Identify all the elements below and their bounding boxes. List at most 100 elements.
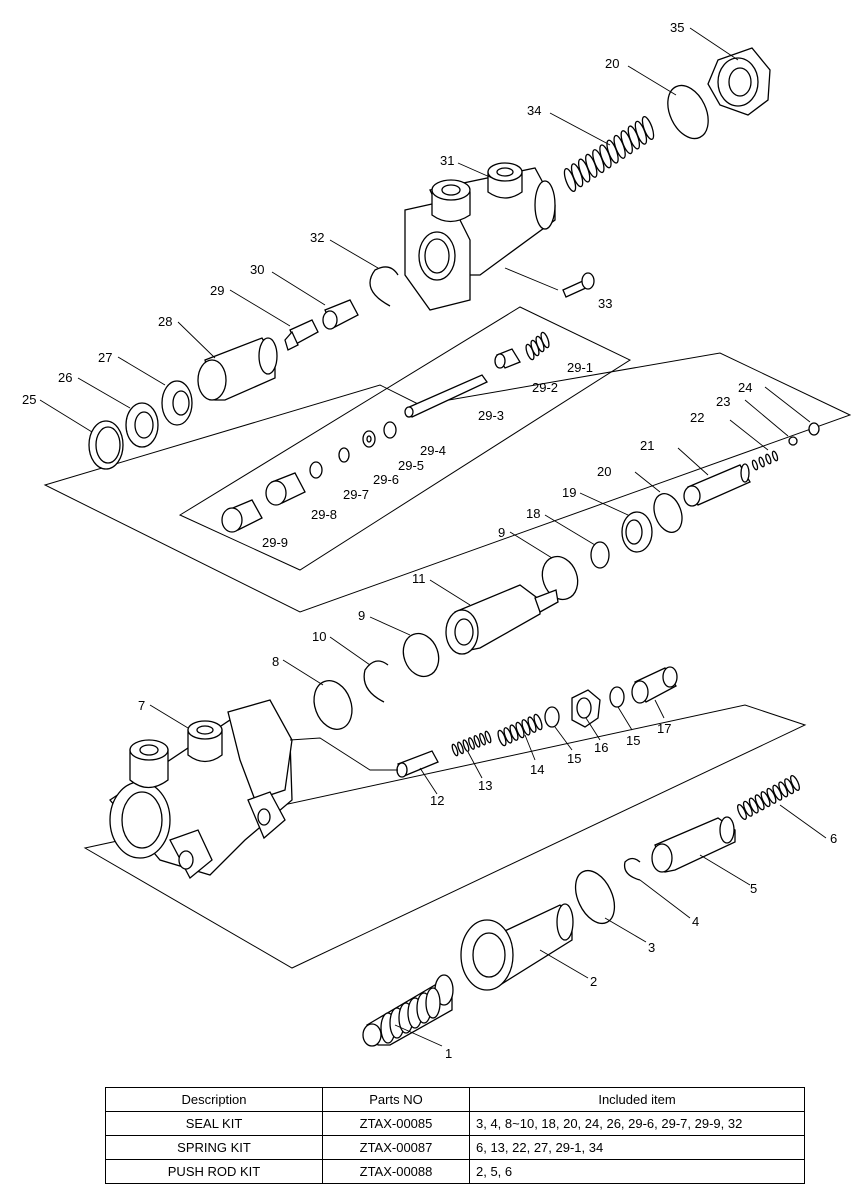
part-29-5 (362, 430, 376, 448)
part-5-rod (651, 816, 736, 873)
label-35: 35 (670, 20, 684, 35)
part-29-4 (383, 421, 397, 439)
part-29-8 (265, 472, 306, 506)
label-34: 34 (527, 103, 541, 118)
part-27-seat (161, 380, 193, 426)
cell-parts-no: ZTAX-00088 (322, 1159, 470, 1184)
part-19 (621, 511, 653, 553)
table-row: PUSH ROD KIT ZTAX-00088 2, 5, 6 (105, 1159, 805, 1184)
part-30-sleeve (322, 299, 359, 330)
part-29-3-pin (404, 374, 488, 418)
part-24 (808, 422, 820, 436)
label-26: 26 (58, 370, 72, 385)
part-21-plunger (683, 463, 751, 507)
label-17: 17 (657, 721, 671, 736)
label-29-3: 29-3 (478, 408, 504, 423)
cell-included-item: 2, 5, 6 (469, 1159, 805, 1184)
part-33-bolt (562, 272, 595, 298)
part-13-spring (451, 730, 492, 757)
label-19: 19 (562, 485, 576, 500)
part-22-spring (751, 450, 779, 471)
label-8: 8 (272, 654, 279, 669)
exploded-parts-diagram: 35 20 34 31 32 33 30 29 28 27 26 25 29-1… (22, 20, 851, 1061)
part-10-snapring (363, 660, 389, 703)
cell-parts-no: ZTAX-00087 (322, 1135, 470, 1160)
label-12: 12 (430, 793, 444, 808)
part-8-oring (313, 680, 353, 730)
part-15-washer-a (544, 706, 560, 728)
part-17-cap (631, 666, 678, 704)
label-23: 23 (716, 394, 730, 409)
part-26-bushing (125, 402, 159, 448)
col-included-item: Included item (469, 1087, 805, 1112)
part-25-ring (88, 420, 124, 470)
part-35-nut (707, 47, 771, 116)
part-1-push-rod (362, 974, 454, 1047)
cell-parts-no: ZTAX-00085 (322, 1111, 470, 1136)
label-29: 29 (210, 283, 224, 298)
label-29-4: 29-4 (420, 443, 446, 458)
label-1: 1 (445, 1046, 452, 1061)
label-24: 24 (738, 380, 752, 395)
part-14-spring (497, 713, 543, 747)
label-11: 11 (412, 571, 426, 586)
part-3-oring (574, 869, 616, 925)
part-12-pin (396, 750, 439, 778)
label-5: 5 (750, 881, 757, 896)
label-21: 21 (640, 438, 654, 453)
label-29-2: 29-2 (532, 380, 558, 395)
part-4-snapring (623, 857, 641, 881)
part-7-body (109, 699, 293, 880)
part-29-7 (309, 461, 323, 479)
label-6: 6 (830, 831, 837, 846)
col-description: Description (105, 1087, 323, 1112)
group-box-valve (43, 352, 851, 613)
group-box-29 (178, 306, 632, 571)
label-20: 20 (605, 56, 619, 71)
part-29-9 (221, 499, 263, 533)
group-box-lower (83, 704, 807, 969)
part-6-spring (737, 774, 800, 821)
part-20-oring-lower (653, 493, 683, 533)
part-29-2 (494, 348, 521, 369)
label-28: 28 (158, 314, 172, 329)
part-18-oring (590, 541, 610, 569)
col-parts-no: Parts NO (322, 1087, 470, 1112)
label-14: 14 (530, 762, 544, 777)
label-31: 31 (440, 153, 454, 168)
part-28-guide (197, 337, 278, 401)
cell-description: SPRING KIT (105, 1135, 323, 1160)
label-32: 32 (310, 230, 324, 245)
part-15-washer-b (609, 686, 625, 708)
label-27: 27 (98, 350, 112, 365)
label-20b: 20 (597, 464, 611, 479)
label-15a: 15 (567, 751, 581, 766)
part-29-6 (338, 447, 350, 463)
label-3: 3 (648, 940, 655, 955)
label-29-8: 29-8 (311, 507, 337, 522)
part-9-ring-a (541, 555, 579, 601)
label-4: 4 (692, 914, 699, 929)
label-33: 33 (598, 296, 612, 311)
label-13: 13 (478, 778, 492, 793)
cell-included-item: 3, 4, 8~10, 18, 20, 24, 26, 29-6, 29-7, … (469, 1111, 805, 1136)
part-16-nut (571, 689, 601, 728)
label-9b: 9 (358, 608, 365, 623)
part-29-1-spring (525, 331, 550, 361)
table-header-row: Description Parts NO Included item (105, 1087, 805, 1112)
label-2: 2 (590, 974, 597, 989)
label-22: 22 (690, 410, 704, 425)
cell-description: PUSH ROD KIT (105, 1159, 323, 1184)
cell-included-item: 6, 13, 22, 27, 29-1, 34 (469, 1135, 805, 1160)
part-9-ring-b (402, 632, 440, 678)
part-34-spring (563, 115, 655, 193)
label-15b: 15 (626, 733, 640, 748)
label-29-1: 29-1 (567, 360, 593, 375)
part-31-cylinder (404, 162, 556, 311)
label-29-7: 29-7 (343, 487, 369, 502)
label-29-6: 29-6 (373, 472, 399, 487)
label-25: 25 (22, 392, 36, 407)
table-row: SPRING KIT ZTAX-00087 6, 13, 22, 27, 29-… (105, 1135, 805, 1160)
part-32-snapring (369, 266, 399, 307)
part-20-oring (667, 84, 709, 140)
